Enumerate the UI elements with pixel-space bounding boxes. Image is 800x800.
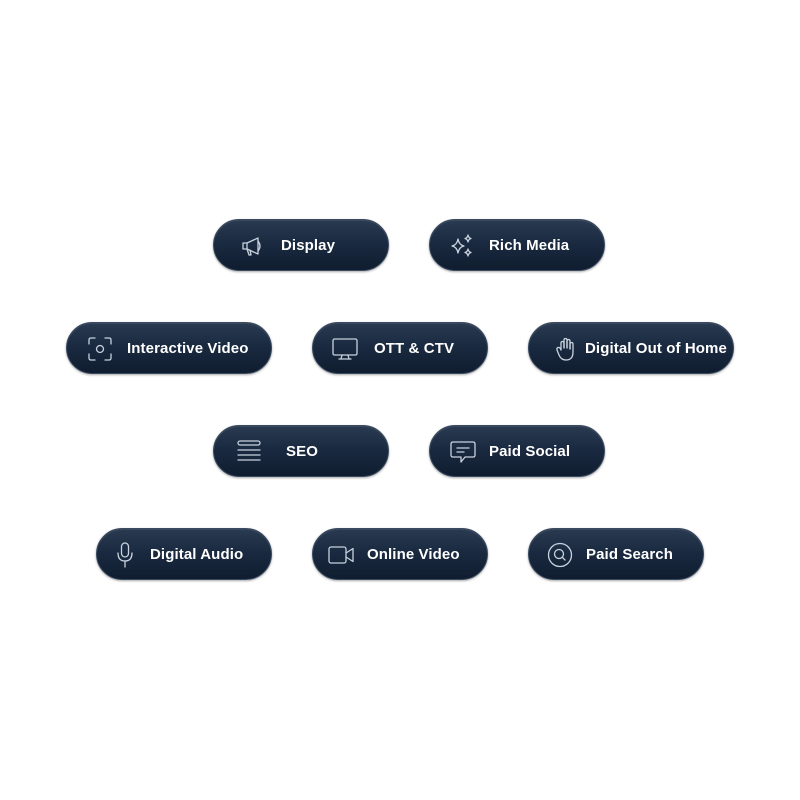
paid-social-button[interactable]: Paid Social [429, 425, 605, 477]
paid-search-label: Paid Search [586, 546, 673, 563]
ott-ctv-button[interactable]: OTT & CTV [312, 322, 488, 374]
digital-out-of-home-button[interactable]: Digital Out of Home [528, 322, 734, 374]
interactive-video-button[interactable]: Interactive Video [66, 322, 272, 374]
seo-button[interactable]: SEO [213, 425, 389, 477]
online-video-button[interactable]: Online Video [312, 528, 488, 580]
rich-media-label: Rich Media [489, 237, 570, 254]
search-icon [546, 541, 574, 569]
digital-audio-button[interactable]: Digital Audio [96, 528, 272, 580]
video-camera-icon [327, 541, 355, 569]
digital-out-of-home-label: Digital Out of Home [585, 340, 727, 357]
hand-icon [552, 335, 580, 363]
sparkles-icon [448, 232, 476, 260]
online-video-label: Online Video [367, 546, 460, 563]
display-button[interactable]: Display [213, 219, 389, 271]
chat-bubble-icon [449, 438, 477, 466]
paid-social-label: Paid Social [489, 443, 571, 460]
digital-audio-label: Digital Audio [150, 546, 244, 563]
seo-label: SEO [286, 443, 318, 460]
megaphone-icon [238, 232, 266, 260]
paid-search-button[interactable]: Paid Search [528, 528, 704, 580]
microphone-icon [111, 541, 139, 569]
tv-monitor-icon [331, 335, 359, 363]
text-lines-icon [235, 438, 263, 466]
ott-ctv-label: OTT & CTV [374, 340, 455, 357]
interactive-video-label: Interactive Video [127, 340, 249, 357]
focus-frame-icon [86, 335, 114, 363]
rich-media-button[interactable]: Rich Media [429, 219, 605, 271]
display-label: Display [281, 237, 336, 254]
